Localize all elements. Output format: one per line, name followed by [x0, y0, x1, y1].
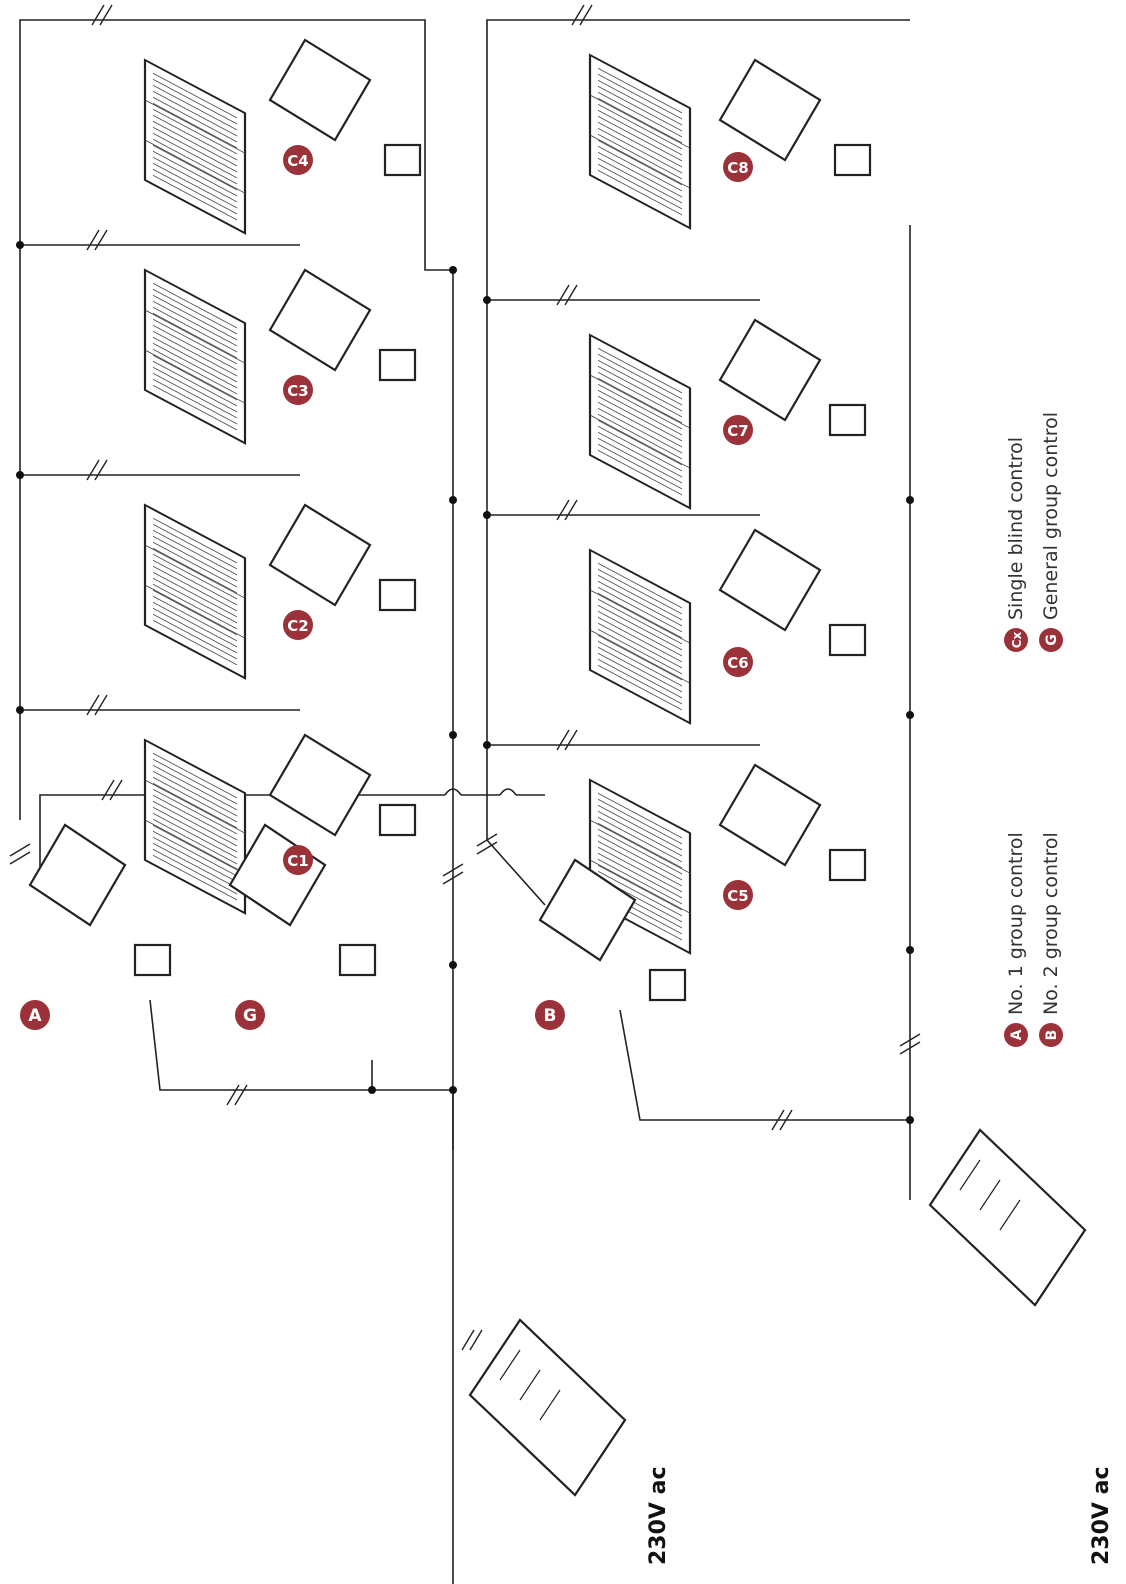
svg-text:No. 1 group control: No. 1 group control [1005, 832, 1027, 1015]
badge-c2: C2 [283, 610, 313, 640]
control-unit-c2 [268, 503, 417, 612]
badges: C4 C3 C2 C1 C8 C7 C6 C5 A G B [20, 145, 753, 1030]
legend-item-g: G General group control [1039, 412, 1063, 652]
blind-panel-c2 [143, 503, 247, 680]
junction-dots [16, 241, 914, 1124]
voltage-label-2: 230V ac [1089, 1467, 1114, 1566]
badge-c1: C1 [283, 845, 313, 875]
blind-panel-c6 [588, 548, 692, 725]
legend-item-b: B No. 2 group control [1039, 832, 1063, 1047]
svg-text:Single blind control: Single blind control [1005, 437, 1027, 620]
voltage-label-1: 230V ac [646, 1467, 671, 1566]
control-unit-c5 [718, 763, 867, 882]
svg-text:Cx: Cx [1010, 631, 1024, 648]
cable-marks [9, 4, 921, 1351]
badge-c6: C6 [723, 647, 753, 677]
svg-text:B: B [1044, 1030, 1060, 1041]
badge-a: A [20, 1000, 50, 1030]
legend-item-a: A No. 1 group control [1004, 832, 1028, 1047]
blind-panel-c8 [588, 53, 692, 230]
control-unit-b [538, 858, 687, 1002]
svg-text:C1: C1 [287, 852, 308, 870]
control-unit-c7 [718, 318, 867, 437]
blind-panel-c4 [143, 58, 247, 235]
blind-panels [143, 53, 692, 955]
svg-text:C4: C4 [287, 152, 308, 170]
control-unit-a [28, 823, 172, 977]
power-supply-1 [468, 1318, 627, 1497]
svg-text:A: A [1009, 1029, 1025, 1040]
svg-text:C3: C3 [287, 382, 308, 400]
badge-c8: C8 [723, 152, 753, 182]
control-units [28, 38, 872, 1002]
power-supply-2 [928, 1128, 1087, 1307]
blind-panel-c1 [143, 738, 247, 915]
svg-text:B: B [544, 1006, 557, 1026]
control-unit-c6 [718, 528, 867, 657]
badge-g: G [235, 1000, 265, 1030]
svg-text:C8: C8 [727, 159, 748, 177]
svg-text:A: A [28, 1006, 42, 1026]
svg-text:C2: C2 [287, 617, 308, 635]
power-supplies [468, 1128, 1087, 1497]
control-unit-c8 [718, 58, 872, 177]
badge-c3: C3 [283, 375, 313, 405]
blind-panel-c7 [588, 333, 692, 510]
legend: A No. 1 group control B No. 2 group cont… [1004, 412, 1063, 1047]
badge-c4: C4 [283, 145, 313, 175]
wiring-left [19, 19, 545, 1584]
svg-text:G: G [243, 1006, 257, 1026]
svg-text:C7: C7 [727, 422, 748, 440]
legend-item-cx: Cx Single blind control [1004, 437, 1028, 652]
control-unit-c4 [268, 38, 422, 177]
badge-c7: C7 [723, 415, 753, 445]
svg-text:C5: C5 [727, 887, 748, 905]
svg-text:G: G [1044, 634, 1060, 646]
badge-c5: C5 [723, 880, 753, 910]
badge-b: B [535, 1000, 565, 1030]
svg-text:C6: C6 [727, 654, 748, 672]
control-unit-c1 [268, 733, 417, 837]
blind-panel-c3 [143, 268, 247, 445]
svg-text:No. 2 group control: No. 2 group control [1040, 832, 1062, 1015]
svg-text:General group control: General group control [1040, 412, 1062, 620]
control-unit-c3 [268, 268, 417, 382]
